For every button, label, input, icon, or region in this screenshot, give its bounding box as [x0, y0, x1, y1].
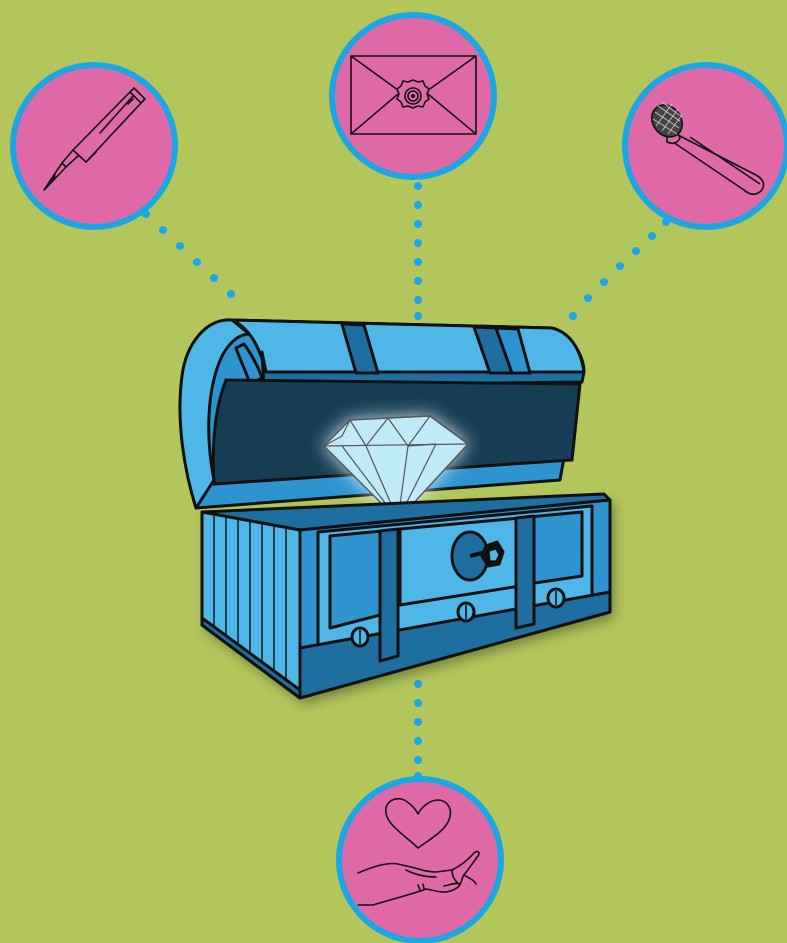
envelope-node — [332, 15, 494, 177]
microphone-node — [625, 65, 787, 227]
pen-node — [13, 65, 175, 227]
heart-hand-node — [339, 779, 501, 941]
